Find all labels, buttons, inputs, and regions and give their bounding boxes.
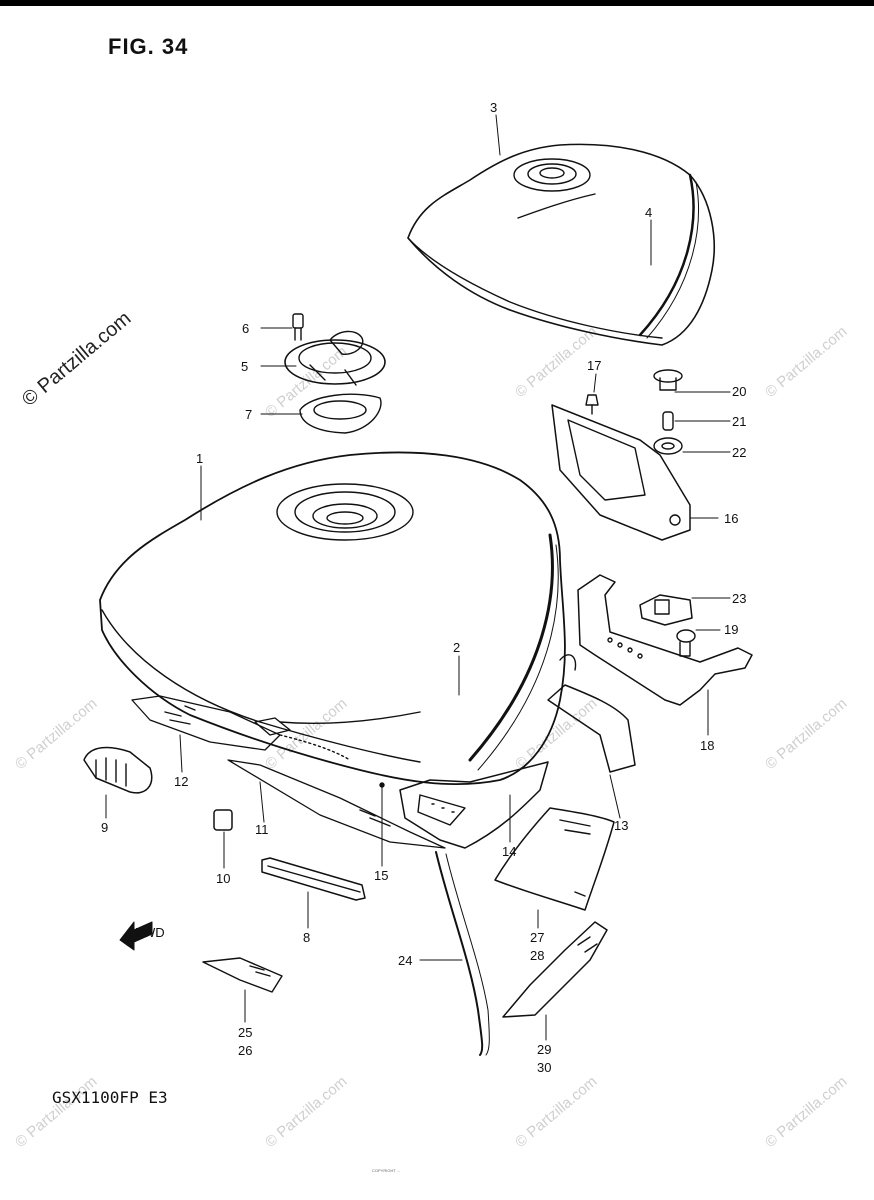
callout-11: 11 <box>255 822 269 837</box>
callout-19: 19 <box>724 622 738 637</box>
fuel-cap-assembly <box>284 313 386 434</box>
rubber-mount-part-23 <box>639 594 693 626</box>
bolt-part-6 <box>292 313 304 329</box>
leader-lines <box>105 114 731 1041</box>
callout-23: 23 <box>732 591 746 606</box>
grommet-part-9 <box>83 746 153 794</box>
callout-18: 18 <box>700 738 714 753</box>
trim-part-24-edge <box>445 853 490 1056</box>
fwd-arrow-icon: FWD <box>119 921 165 951</box>
callout-13: 13 <box>614 818 628 833</box>
callout-30: 30 <box>537 1060 551 1075</box>
bolt-part-17 <box>585 394 599 415</box>
fuel-tank-part-1 <box>99 451 577 785</box>
bracket-part-16 <box>551 404 691 541</box>
callout-17: 17 <box>587 358 601 373</box>
decal-part-25 <box>202 957 283 993</box>
callout-12: 12 <box>174 774 188 789</box>
bolt-stack-parts-20-22 <box>653 369 683 455</box>
emblem-part-29 <box>502 921 608 1018</box>
callout-27: 27 <box>530 930 544 945</box>
lower-cover-part-14 <box>399 761 549 849</box>
top-border <box>0 0 874 6</box>
callout-16: 16 <box>724 511 738 526</box>
block-part-10 <box>213 809 233 831</box>
callout-2: 2 <box>453 640 460 655</box>
rear-bracket-part-18 <box>577 574 753 706</box>
trim-part-24 <box>435 851 484 1056</box>
callout-22: 22 <box>732 445 746 460</box>
callout-28: 28 <box>530 948 544 963</box>
footer-note: COPYRIGHT ... <box>372 1168 401 1173</box>
side-panel-part-13 <box>547 684 636 773</box>
callout-14: 14 <box>502 844 516 859</box>
callout-25: 25 <box>238 1025 252 1040</box>
callout-15: 15 <box>374 868 388 883</box>
callout-3: 3 <box>490 100 497 115</box>
callout-6: 6 <box>242 321 249 336</box>
callout-4: 4 <box>645 205 652 220</box>
knee-pad-part-12 <box>131 695 351 761</box>
callout-29: 29 <box>537 1042 551 1057</box>
callout-7: 7 <box>245 407 252 422</box>
callout-10: 10 <box>216 871 230 886</box>
callout-24: 24 <box>398 953 412 968</box>
callout-26: 26 <box>238 1043 252 1058</box>
strip-part-8 <box>261 857 366 901</box>
callout-9: 9 <box>101 820 108 835</box>
model-code: GSX1100FP E3 <box>52 1088 168 1107</box>
callout-1: 1 <box>196 451 203 466</box>
bolt-part-19 <box>676 629 696 657</box>
fwd-label: FWD <box>135 925 165 940</box>
knee-pad-part-11 <box>227 759 446 849</box>
emblem-part-27 <box>494 807 615 911</box>
gasket-part-7 <box>299 393 382 434</box>
callout-21: 21 <box>732 414 746 429</box>
callout-5: 5 <box>241 359 248 374</box>
cap-part-5 <box>284 339 386 385</box>
figure-title: FIG. 34 <box>108 34 189 59</box>
callout-8: 8 <box>303 930 310 945</box>
callouts: 1 2 3 4 5 6 7 8 9 10 11 12 13 14 15 16 1… <box>101 100 746 1075</box>
tank-cover-part-3 <box>407 143 715 346</box>
callout-20: 20 <box>732 384 746 399</box>
